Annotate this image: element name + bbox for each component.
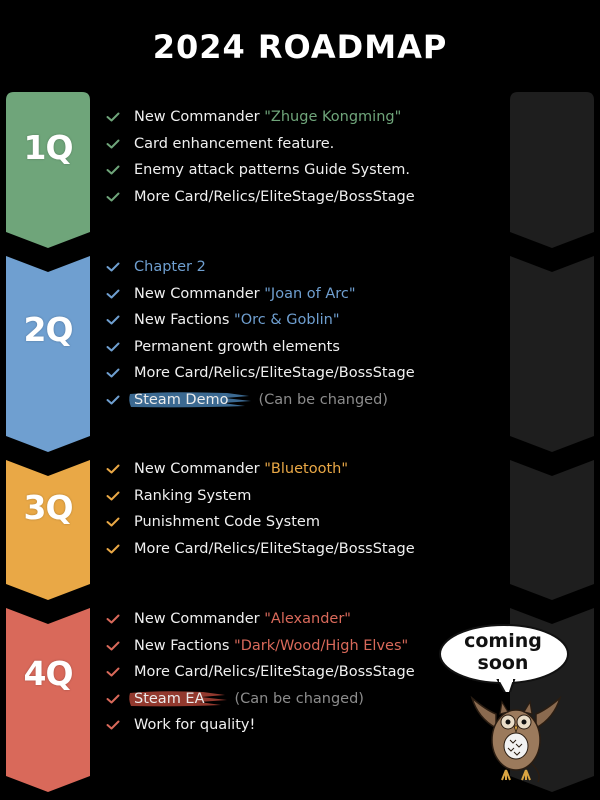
chevron-shape <box>6 460 90 600</box>
check-icon <box>106 667 120 677</box>
brush-label-text: Steam EA <box>134 690 205 707</box>
item-highlight: "Dark/Wood/High Elves" <box>234 637 409 654</box>
item-highlight: "Joan of Arc" <box>264 285 356 302</box>
roadmap-item-text: Permanent growth elements <box>134 336 340 358</box>
coming-soon-text: coming soon <box>438 630 568 674</box>
item-text: New Commander <box>134 461 265 477</box>
roadmap-item-text: More Card/Relics/EliteStage/BossStage <box>134 538 415 560</box>
item-text: New Factions <box>134 637 235 654</box>
roadmap-item-text: Steam EA (Can be changed) <box>129 688 364 710</box>
check-icon <box>106 694 120 703</box>
roadmap-item-text: Enemy attack patterns Guide System. <box>134 159 410 181</box>
roadmap-item-text: Chapter 2 <box>134 256 206 278</box>
item-text: Enemy attack patterns Guide System. <box>134 162 411 178</box>
check-icon <box>106 491 120 500</box>
item-text: More Card/Relics/EliteStage/BossStage <box>134 188 415 205</box>
roadmap-item-text: More Card/Relics/EliteStage/BossStage <box>134 186 415 208</box>
roadmap-item-text: New Commander "Alexander" <box>134 608 351 630</box>
check-icon <box>106 614 120 624</box>
brush-stroke <box>129 391 251 407</box>
check-icon <box>106 315 120 325</box>
chevron-shape <box>6 608 90 792</box>
check-icon <box>106 165 120 175</box>
bubble-line-2: soon <box>477 652 529 674</box>
roadmap-item-text: More Card/Relics/EliteStage/BossStage <box>134 362 415 384</box>
check-icon <box>106 720 120 730</box>
chevron-shape <box>6 92 90 248</box>
roadmap-item-text: New Commander "Bluetooth" <box>134 458 348 480</box>
quarter-chevron-2q: 2Q <box>6 240 90 452</box>
item-text: New Commander <box>134 109 265 125</box>
item-text: Work for quality! <box>134 717 256 733</box>
roadmap-item-text: New Commander "Joan of Arc" <box>134 283 356 305</box>
bubble-line-1: coming <box>464 630 542 652</box>
item-text: Card enhancement feature. <box>134 135 335 152</box>
roadmap-item-text: New Factions "Dark/Wood/High Elves" <box>134 635 408 657</box>
item-text: More Card/Relics/EliteStage/BossStage <box>134 365 415 381</box>
ghost-chevron <box>510 444 594 600</box>
owl-mascot-icon <box>470 695 562 783</box>
check-icon <box>106 262 120 272</box>
brush-stroke <box>129 690 227 706</box>
quarter-label: 4Q <box>23 654 73 693</box>
check-icon <box>106 395 120 404</box>
item-text: New Commander <box>134 611 265 627</box>
quarter-label: 1Q <box>23 128 73 167</box>
roadmap-item-text: New Factions "Orc & Goblin" <box>134 309 340 331</box>
quarter-chevron-1q: 1Q <box>6 92 90 248</box>
brush-label: Steam EA <box>128 688 235 710</box>
item-note: (Can be changed) <box>258 391 388 408</box>
item-highlight: "Alexander" <box>264 611 351 627</box>
quarter-chevron-3q: 3Q <box>6 444 90 600</box>
item-text: Ranking System <box>134 487 252 504</box>
check-icon <box>106 139 120 148</box>
chevron-shape <box>6 256 90 452</box>
speech-bubble <box>439 624 569 692</box>
check-icon <box>106 544 120 553</box>
roadmap-item-text: New Commander "Zhuge Kongming" <box>134 106 401 128</box>
check-icon <box>106 368 120 378</box>
item-highlight: "Zhuge Kongming" <box>264 109 402 125</box>
item-text: More Card/Relics/EliteStage/BossStage <box>134 664 415 680</box>
roadmap-item-text: Card enhancement feature. <box>134 133 334 155</box>
ghost-chevron <box>510 92 594 248</box>
check-icon <box>106 464 120 474</box>
check-icon <box>106 342 120 351</box>
roadmap-item-text: Ranking System <box>134 485 251 507</box>
check-icon <box>106 289 120 298</box>
item-text: New Commander <box>134 285 265 302</box>
brush-label: Steam Demo <box>128 389 259 411</box>
brush-label-text: Steam Demo <box>134 391 229 408</box>
roadmap-item-text: Punishment Code System <box>134 511 320 533</box>
check-icon <box>106 192 120 201</box>
roadmap-item-text: Work for quality! <box>134 714 255 736</box>
page-title: 2024 ROADMAP <box>152 28 448 66</box>
quarter-label: 2Q <box>23 310 73 349</box>
roadmap-item-text: More Card/Relics/EliteStage/BossStage <box>134 661 415 683</box>
check-icon <box>106 517 120 527</box>
check-icon <box>106 112 120 122</box>
roadmap-item-text: Steam Demo (Can be changed) <box>129 389 388 411</box>
item-note: (Can be changed) <box>234 690 364 707</box>
item-text: More Card/Relics/EliteStage/BossStage <box>134 540 415 557</box>
item-highlight: Chapter 2 <box>134 259 206 275</box>
check-icon <box>106 641 120 650</box>
ghost-chevron <box>510 240 594 452</box>
item-highlight: "Orc & Goblin" <box>234 312 340 328</box>
item-text: Permanent growth elements <box>134 338 340 355</box>
item-text: New Factions <box>134 312 235 328</box>
quarter-chevron-4q: 4Q <box>6 592 90 792</box>
item-text: Punishment Code System <box>134 514 320 530</box>
item-highlight: "Bluetooth" <box>264 461 348 477</box>
quarter-label: 3Q <box>23 488 73 527</box>
